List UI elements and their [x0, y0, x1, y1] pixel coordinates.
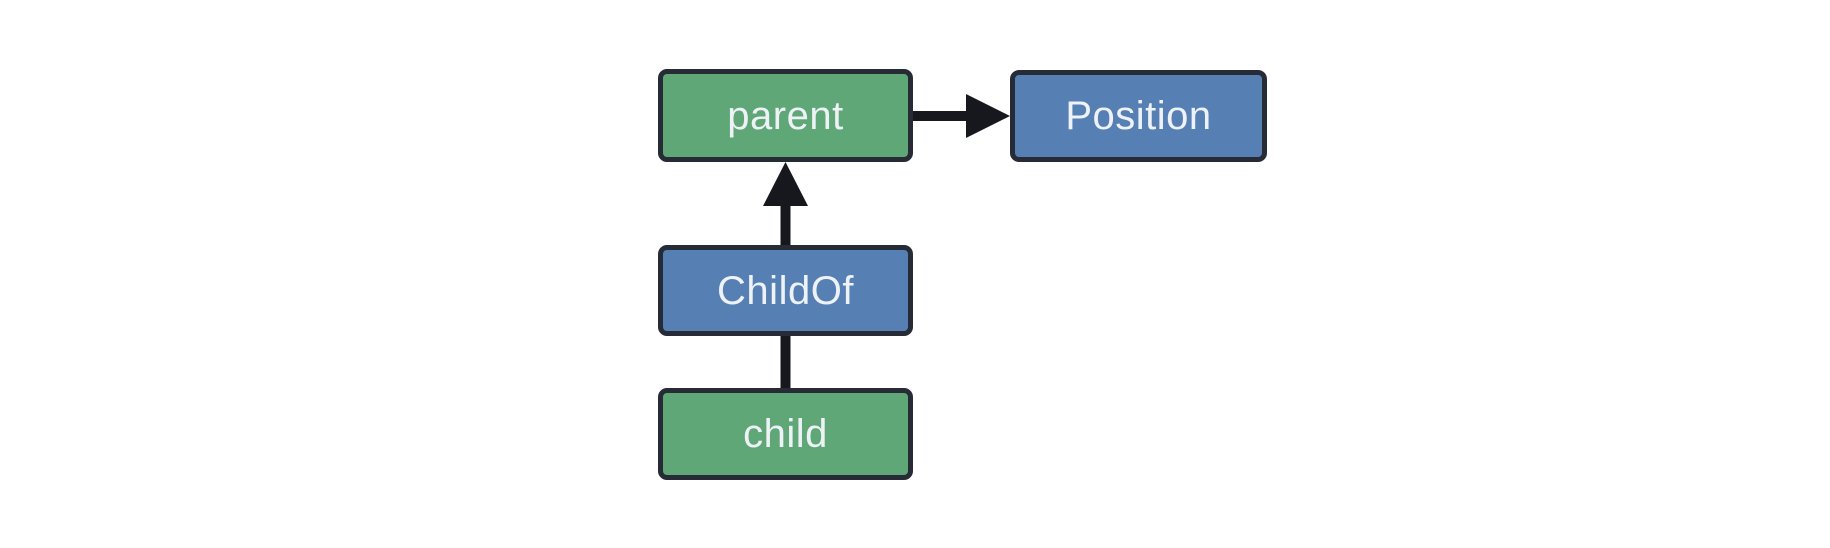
node-label: Position — [1065, 94, 1212, 138]
node-position: Position — [1010, 70, 1267, 162]
edge-childof-to-parent — [763, 162, 808, 245]
node-childof: ChildOf — [658, 245, 913, 336]
node-label: parent — [727, 93, 844, 138]
arrowhead-up-icon — [763, 162, 808, 206]
node-parent: parent — [658, 69, 913, 162]
node-label: ChildOf — [717, 268, 854, 313]
arrowhead-right-icon — [966, 94, 1010, 138]
node-label: child — [743, 412, 828, 456]
node-child: child — [658, 388, 913, 480]
edge-parent-to-position — [913, 94, 1010, 138]
